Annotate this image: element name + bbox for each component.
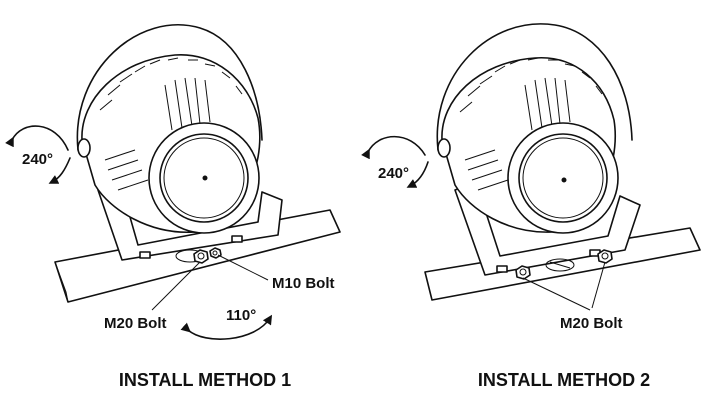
method-1-tilt-label: 110° — [226, 307, 256, 324]
cooling-fins-2 — [459, 57, 603, 191]
m20-leader-left — [522, 277, 591, 311]
method-2-rotation-label: 240° — [378, 165, 409, 182]
tilt-knob-2 — [437, 138, 451, 158]
method-1-illustration — [5, 23, 341, 340]
m20-bolt-left — [515, 265, 531, 280]
tilt-knob — [77, 138, 91, 158]
cooling-fins — [99, 57, 243, 191]
method-1-m20-label: M20 Bolt — [104, 315, 167, 332]
method-1-rotation-label: 240° — [22, 151, 53, 168]
m10-bolt — [209, 247, 222, 259]
rotation-arrow-240 — [5, 125, 69, 151]
swing-arc-outline — [76, 23, 263, 151]
method-2-m20-label: M20 Bolt — [560, 315, 623, 332]
m20-leader-right — [591, 261, 606, 309]
m20-bolt-right — [597, 249, 613, 264]
tilt-arrow-110 — [180, 314, 273, 340]
m20-bolt — [193, 249, 209, 264]
swing-arc-outline-2 — [436, 23, 633, 151]
method-2-illustration — [361, 23, 701, 311]
m20-leader — [151, 261, 201, 311]
m10-leader — [217, 254, 269, 281]
method-1-m10-label: M10 Bolt — [272, 275, 335, 292]
center-mount — [545, 258, 575, 272]
mounting-plate-2 — [424, 227, 701, 301]
method-2-title: INSTALL METHOD 2 — [478, 370, 650, 390]
method-1-title: INSTALL METHOD 1 — [119, 370, 291, 390]
rotation-arrow-240-2 — [361, 135, 426, 160]
